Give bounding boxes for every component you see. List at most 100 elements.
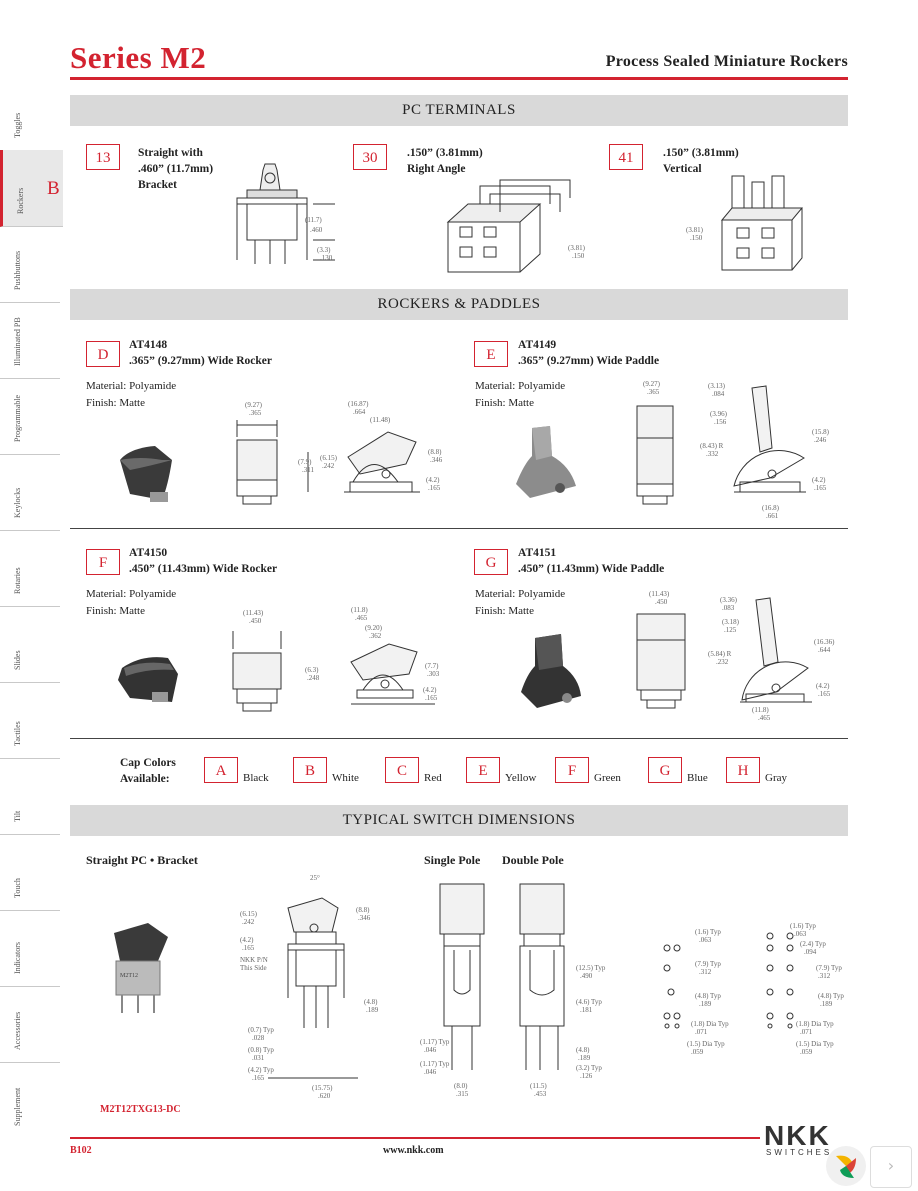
svg-text:.165: .165 [425, 694, 438, 702]
svg-text:(9.27): (9.27) [643, 380, 661, 388]
svg-text:(7.9) Typ: (7.9) Typ [695, 960, 721, 968]
svg-text:(4.2): (4.2) [812, 476, 826, 484]
single-pole-drawing: (1.17) Typ.046(1.17) Typ.046(8.0).315 [420, 883, 485, 1098]
svg-text:(5.84) R: (5.84) R [708, 650, 732, 658]
svg-text:(3.2) Typ: (3.2) Typ [576, 1064, 602, 1072]
cap-colors-label-line: Available: [120, 773, 170, 785]
svg-text:(4.8): (4.8) [364, 998, 378, 1006]
cap-color-code-b: B [293, 757, 327, 783]
active-section-letter: B [47, 178, 60, 199]
svg-text:(4.2): (4.2) [240, 936, 254, 944]
svg-text:(12.5) Typ: (12.5) Typ [576, 964, 606, 972]
svg-text:(6.15): (6.15) [240, 910, 258, 918]
sidebar-tab-label: Tactiles [13, 721, 22, 746]
cap-color-code-e: E [466, 757, 500, 783]
svg-text:(9.20): (9.20) [365, 624, 383, 632]
svg-text:(1.6) Typ: (1.6) Typ [695, 928, 721, 936]
section-band-pc-terminals: PC TERMINALS [70, 95, 848, 126]
svg-text:(3.13): (3.13) [708, 382, 726, 390]
rocker-part-f: AT4150 .450” (11.43mm) Wide Rocker [129, 545, 277, 577]
svg-text:.465: .465 [758, 714, 771, 722]
website-link[interactable]: www.nkk.com [383, 1145, 444, 1156]
svg-text:(4.2): (4.2) [816, 682, 830, 690]
svg-text:.242: .242 [242, 918, 255, 926]
svg-text:(4.8) Typ: (4.8) Typ [818, 992, 844, 1000]
svg-text:M2T12: M2T12 [120, 973, 138, 979]
sidebar-tab-touch[interactable]: Touch [0, 834, 60, 911]
sidebar-tab-tactiles[interactable]: Tactiles [0, 682, 60, 759]
svg-text:.165: .165 [818, 690, 831, 698]
rocker-spec-g: Material: Polyamide Finish: Matte [475, 586, 565, 620]
svg-text:(7.9) Typ: (7.9) Typ [816, 964, 842, 972]
vertical-terminal-drawing: (3.81).150 [686, 175, 804, 271]
rocker-f-front-drawing: (11.43).450 [232, 609, 282, 712]
sidebar-tab-accessories[interactable]: Accessories [0, 986, 60, 1063]
paddle-e-side-drawing: (3.13).084(3.96).156(8.43) R.332(15.8).2… [700, 382, 830, 518]
svg-text:.189: .189 [699, 1000, 712, 1008]
sidebar-tab-label: Keylocks [13, 487, 22, 518]
finish-text: Finish: Matte [86, 605, 145, 617]
sidebar-tab-indicators[interactable]: Indicators [0, 910, 60, 987]
svg-text:(0.7) Typ: (0.7) Typ [248, 1026, 274, 1034]
sidebar-tab-rockers[interactable]: Rockers B [0, 150, 63, 227]
cap-color-code-h: H [726, 757, 760, 783]
footer-rule [70, 1137, 760, 1139]
series-title: Series M2 [70, 40, 207, 75]
svg-text:25°: 25° [310, 874, 320, 882]
svg-text:.365: .365 [249, 409, 262, 417]
sidebar-tab-keylocks[interactable]: Keylocks [0, 454, 60, 531]
sidebar-tab-pushbuttons[interactable]: Pushbuttons [0, 226, 60, 303]
cap-colors-label-line: Cap Colors [120, 757, 176, 769]
single-pole-footprint: (1.6) Typ.063(7.9) Typ.312(4.8) Typ.189(… [663, 928, 729, 1056]
section-band-typical-dimensions: TYPICAL SWITCH DIMENSIONS [70, 805, 848, 836]
sidebar-tab-programmable[interactable]: Programmable [0, 378, 60, 455]
svg-text:(16.87): (16.87) [348, 400, 369, 408]
header-rule [70, 77, 848, 80]
part-number: AT4151 [518, 547, 557, 559]
pinwheel-icon [836, 1155, 856, 1178]
rocker-d-photo [120, 446, 172, 502]
svg-text:.450: .450 [249, 617, 262, 625]
double-pole-footprint: (1.6) Typ.063(2.4) Typ.094(7.9) Typ.312(… [766, 922, 844, 1056]
sidebar-tab-label: Rockers [16, 187, 25, 214]
svg-text:.165: .165 [242, 944, 255, 952]
svg-text:(4.8): (4.8) [576, 1046, 590, 1054]
terminal-desc-line: Right Angle [407, 163, 466, 175]
sidebar-tab-label: Supplement [13, 1087, 22, 1126]
svg-text:.362: .362 [369, 632, 382, 640]
svg-text:.031: .031 [252, 1054, 265, 1062]
svg-text:.246: .246 [814, 436, 827, 444]
sidebar-tab-supplement[interactable]: Supplement [0, 1062, 60, 1138]
svg-text:(4.8) Typ: (4.8) Typ [695, 992, 721, 1000]
svg-text:.664: .664 [353, 408, 366, 416]
nkk-logo-sub: SWITCHES [766, 1148, 833, 1157]
svg-text:(7.7): (7.7) [425, 662, 439, 670]
cap-color-name-yellow: Yellow [505, 772, 537, 784]
svg-text:(1.8) Dia Typ: (1.8) Dia Typ [691, 1020, 729, 1028]
svg-text:(3.18): (3.18) [722, 618, 740, 626]
cap-color-code-c: C [385, 757, 419, 783]
rocker-d-front-drawing: (9.27).365 [236, 401, 278, 505]
sidebar-tab-toggles[interactable]: Toggles [0, 80, 60, 151]
double-pole-drawing: (12.5) Typ.490(4.6) Typ.181(4.8).189(3.2… [519, 883, 606, 1098]
sidebar-tab-tilt[interactable]: Tilt [0, 758, 60, 835]
svg-text:(11.7): (11.7) [305, 216, 322, 224]
sidebar-tab-slides[interactable]: Slides [0, 606, 60, 683]
bracket-terminal-drawing: (11.7).460(3.3).130 [236, 163, 335, 264]
part-description: .450” (11.43mm) Wide Paddle [518, 563, 665, 575]
part-description: .365” (9.27mm) Wide Rocker [129, 355, 272, 367]
sidebar-tab-illuminated-pb[interactable]: Illuminated PB [0, 302, 60, 379]
material-text: Material: Polyamide [86, 588, 177, 600]
next-page-chevron-icon[interactable]: › [870, 1146, 912, 1188]
rocker-part-g: AT4151 .450” (11.43mm) Wide Paddle [518, 545, 664, 577]
rocker-spec-d: Material: Polyamide Finish: Matte [86, 378, 176, 412]
terminal-code-30: 30 [353, 144, 387, 170]
svg-text:(15.75): (15.75) [312, 1084, 333, 1092]
cap-color-name-gray: Gray [765, 772, 787, 784]
sidebar-tab-rotaries[interactable]: Rotaries [0, 530, 60, 607]
svg-text:.232: .232 [716, 658, 729, 666]
svg-text:.150: .150 [572, 252, 585, 260]
svg-text:(11.48): (11.48) [370, 416, 391, 424]
svg-text:.083: .083 [722, 604, 735, 612]
svg-text:.125: .125 [724, 626, 737, 634]
